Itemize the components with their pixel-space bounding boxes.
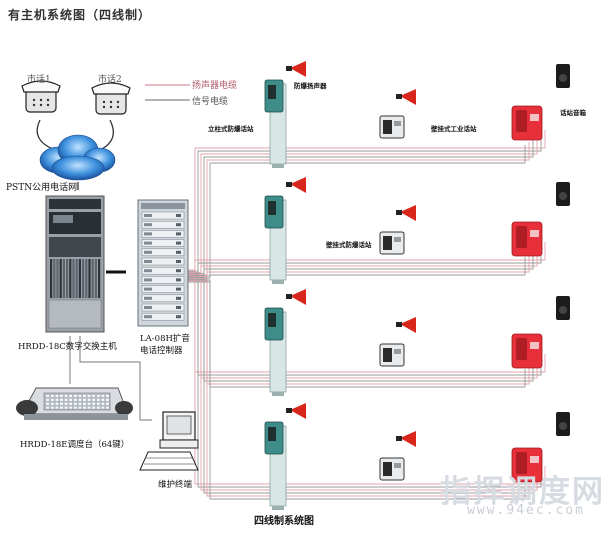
wall-ex-phone[interactable] — [379, 115, 405, 139]
cabinet-cards — [50, 259, 101, 298]
cable-bundles — [188, 130, 546, 500]
label-ex-speaker: 防爆扬声器 — [294, 82, 327, 90]
page-title: 有主机系统图（四线制） — [8, 8, 152, 22]
phone-sound-box[interactable] — [556, 182, 570, 206]
controller-modules — [141, 211, 185, 321]
watermark-text: 指挥调度网 — [440, 474, 605, 510]
watermark-url: www.94ec.com — [467, 503, 585, 518]
column-ex-phone[interactable] — [264, 79, 287, 168]
label-controller-2: 电话控制器 — [140, 346, 183, 356]
diagram-caption: 四线制系统图 — [254, 516, 314, 527]
ex-speaker-icon — [396, 431, 416, 447]
wall-ex-phone[interactable] — [379, 343, 405, 367]
maintenance-terminal[interactable] — [139, 411, 199, 471]
wall-industrial-phone[interactable] — [511, 221, 543, 257]
ex-speaker-icon — [396, 89, 416, 105]
ex-speaker-icon — [286, 61, 306, 77]
label-main-switch: HRDD-18C数字交换主机 — [18, 342, 117, 352]
ex-speaker-icon — [396, 205, 416, 221]
controller-cabinet[interactable] — [137, 199, 189, 327]
label-pstn: PSTN公用电话网 — [6, 183, 78, 193]
main-switch-cabinet[interactable] — [45, 195, 105, 333]
dispatch-console[interactable] — [16, 387, 133, 420]
column-ex-phone[interactable] — [264, 195, 287, 284]
label-wall-ex-phone: 壁挂式防爆话站 — [326, 241, 372, 249]
city-phone-2[interactable] — [91, 82, 131, 115]
console-lines — [69, 336, 152, 421]
label-terminal: 维护终端 — [158, 480, 193, 490]
console-keys — [45, 394, 110, 410]
ex-speaker-icon — [286, 403, 306, 419]
wall-ex-phone[interactable] — [379, 231, 405, 255]
label-console: HRDD-18E调度台（64键） — [20, 440, 130, 450]
wall-industrial-phone[interactable] — [511, 333, 543, 369]
wall-industrial-phone[interactable] — [511, 105, 543, 141]
column-ex-phone[interactable] — [264, 307, 287, 396]
label-controller-1: LA-08H扩音 — [140, 334, 190, 344]
label-phone1: 市话1 — [27, 75, 51, 85]
wall-ex-phone[interactable] — [379, 457, 405, 481]
label-phone-sound-box: 话站音箱 — [560, 109, 586, 117]
wall-industrial-phone[interactable] — [511, 447, 543, 483]
legend-speaker-label: 扬声器电缆 — [192, 81, 238, 91]
phone-sound-box[interactable] — [556, 64, 570, 88]
phone-sound-box[interactable] — [556, 296, 570, 320]
field-device-rows — [264, 61, 570, 510]
ex-speaker-icon — [396, 317, 416, 333]
city-phone-1[interactable] — [21, 80, 61, 113]
phone-sound-box[interactable] — [556, 412, 570, 436]
ex-speaker-icon — [286, 289, 306, 305]
label-phone2: 市话2 — [98, 75, 122, 85]
ex-speaker-icon — [286, 177, 306, 193]
pstn-cloud-icon — [39, 134, 116, 181]
label-column-ex-phone: 立柱式防爆话站 — [208, 125, 254, 133]
column-ex-phone[interactable] — [264, 421, 287, 510]
wiring — [36, 84, 546, 500]
legend-signal-label: 信号电缆 — [192, 97, 229, 107]
label-wall-industrial-phone: 壁挂式工业话站 — [431, 125, 477, 133]
